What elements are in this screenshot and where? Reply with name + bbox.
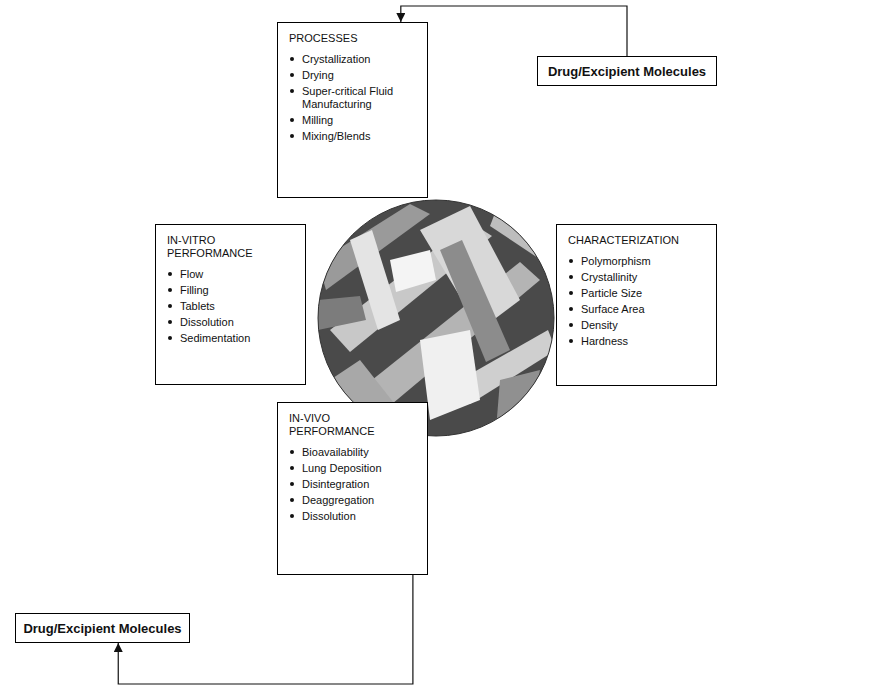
bullet-dot: [569, 275, 573, 279]
list-text: Drying: [302, 69, 334, 81]
list-item: Crystallinity: [568, 271, 707, 284]
list-item: Surface Area: [568, 303, 707, 316]
list-item: Filling: [167, 284, 296, 297]
list-text: Particle Size: [581, 287, 642, 299]
micrograph-outline: [318, 200, 554, 436]
bullet-dot: [569, 291, 573, 295]
list-item: Sedimentation: [167, 332, 296, 345]
bullet-dot: [290, 514, 294, 518]
bullet-dot: [290, 482, 294, 486]
list-text: Filling: [180, 284, 209, 296]
list-item: Tablets: [167, 300, 296, 313]
bullet-dot: [290, 134, 294, 138]
list-text: Sedimentation: [180, 332, 250, 344]
list-text: Hardness: [581, 335, 628, 347]
bullet-dot: [569, 323, 573, 327]
list-item: Crystallization: [289, 53, 418, 66]
bullet-dot: [569, 339, 573, 343]
box-heading: IN-VITRO PERFORMANCE: [167, 234, 267, 260]
bullet-dot: [168, 336, 172, 340]
list-item: Flow: [167, 268, 296, 281]
list-text: Mixing/Blends: [302, 130, 370, 142]
box-label: Drug/Excipient Molecules: [548, 64, 706, 79]
list-text: Lung Deposition: [302, 462, 382, 474]
crystal-rod: [318, 296, 366, 330]
list-text: Disintegration: [302, 478, 369, 490]
bullet-dot: [569, 307, 573, 311]
list-item: Particle Size: [568, 287, 707, 300]
box-heading: IN-VIVO PERFORMANCE: [289, 412, 389, 438]
list-item: Dissolution: [167, 316, 296, 329]
list-text: Dissolution: [302, 510, 356, 522]
crystal-flake: [390, 250, 436, 292]
bullet-dot: [168, 320, 172, 324]
list-item: Disintegration: [289, 478, 418, 491]
list-text: Crystallinity: [581, 271, 637, 283]
list-item: Drying: [289, 69, 418, 82]
performance-box: IN-VITRO PERFORMANCE FlowFillingTabletsDi…: [155, 224, 306, 385]
list-item: Super-critical Fluid Manufacturing: [289, 85, 418, 111]
list-text: Bioavailability: [302, 446, 369, 458]
molecule-box: Drug/Excipient Molecules: [15, 613, 190, 643]
list-item: Dissolution: [289, 510, 418, 523]
box-label: Drug/Excipient Molecules: [23, 621, 181, 636]
list-item: Mixing/Blends: [289, 130, 418, 143]
bullet-dot: [290, 73, 294, 77]
list-text: Tablets: [180, 300, 215, 312]
list-item: Milling: [289, 114, 418, 127]
list-text: Polymorphism: [581, 255, 651, 267]
crystal-flake: [420, 330, 480, 420]
bullet-dot: [290, 118, 294, 122]
bullet-dot: [290, 89, 294, 93]
list-text: Super-critical Fluid Manufacturing: [302, 85, 393, 110]
list-item: Density: [568, 319, 707, 332]
process-box: PROCESSES CrystallizationDryingSuper-crit…: [277, 22, 428, 198]
bullet-dot: [290, 466, 294, 470]
bullet-dot: [168, 288, 172, 292]
box-heading: PROCESSES: [289, 32, 418, 45]
crystal-rod: [496, 370, 540, 430]
list-text: Milling: [302, 114, 333, 126]
flow-arrow: [401, 6, 627, 56]
list-text: Density: [581, 319, 618, 331]
bullet-dot: [168, 304, 172, 308]
characterization-box: CHARACTERIZATION PolymorphismCrystallinit…: [556, 224, 717, 386]
list-item: Deaggregation: [289, 494, 418, 507]
bullet-dot: [290, 57, 294, 61]
list-text: Flow: [180, 268, 203, 280]
box-heading: CHARACTERIZATION: [568, 234, 707, 247]
bullet-dot: [168, 272, 172, 276]
bullet-dot: [290, 450, 294, 454]
list-text: Surface Area: [581, 303, 645, 315]
list-item: Polymorphism: [568, 255, 707, 268]
performance-box: IN-VIVO PERFORMANCE BioavailabilityLung D…: [277, 402, 428, 575]
bullet-dot: [290, 498, 294, 502]
list-text: Crystallization: [302, 53, 370, 65]
list-item: Bioavailability: [289, 446, 418, 459]
bullet-dot: [569, 259, 573, 263]
list-text: Dissolution: [180, 316, 234, 328]
list-item: Lung Deposition: [289, 462, 418, 475]
list-item: Hardness: [568, 335, 707, 348]
list-text: Deaggregation: [302, 494, 374, 506]
molecule-box: Drug/Excipient Molecules: [537, 56, 717, 86]
crystal-rod: [490, 200, 556, 270]
